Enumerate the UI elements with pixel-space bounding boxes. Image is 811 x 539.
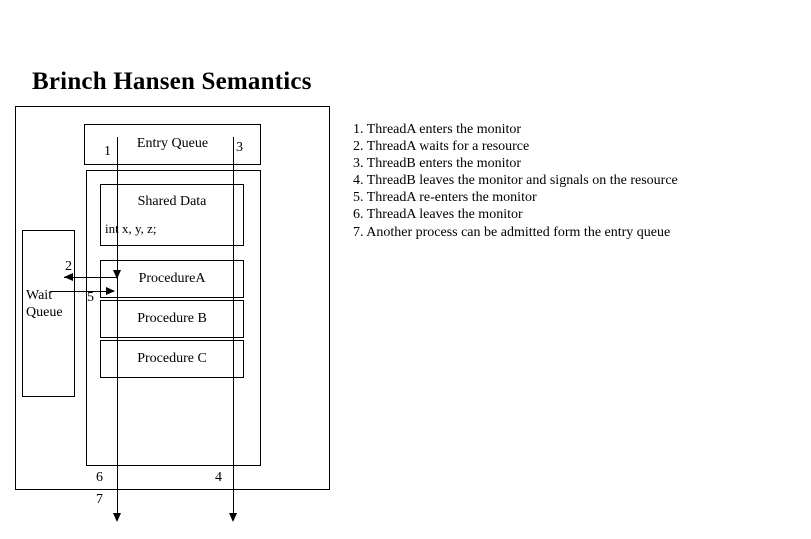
wait-leave-flow-line xyxy=(50,291,114,292)
step-marker-1: 1 xyxy=(104,144,111,159)
enter-procedure-a-arrow-icon xyxy=(113,270,121,279)
thread-b-flow-line xyxy=(233,137,234,520)
legend-list: 1. ThreadA enters the monitor 2. ThreadA… xyxy=(353,121,783,241)
procedure-a-label: ProcedureA xyxy=(138,271,206,286)
wait-leave-arrow-icon xyxy=(106,287,115,295)
shared-data-declaration: int x, y, z; xyxy=(105,221,157,236)
legend-item: 3. ThreadB enters the monitor xyxy=(353,156,522,172)
page-title: Brinch Hansen Semantics xyxy=(32,68,312,95)
legend-item: 7. Another process can be admitted form … xyxy=(353,224,671,240)
step-marker-4: 4 xyxy=(215,470,222,485)
procedure-c-label: Procedure C xyxy=(137,351,207,366)
step-marker-3: 3 xyxy=(236,140,243,155)
thread-a-exit-arrow-icon xyxy=(113,513,121,522)
step-marker-2: 2 xyxy=(65,259,72,274)
procedure-b-box: Procedure B xyxy=(100,300,244,338)
thread-b-exit-arrow-icon xyxy=(229,513,237,522)
wait-enter-arrow-icon xyxy=(64,273,73,281)
entry-queue-label: Entry Queue xyxy=(136,136,209,151)
wait-queue-label: Wait Queue xyxy=(26,288,63,320)
step-marker-5: 5 xyxy=(87,290,94,305)
legend-item: 6. ThreadA leaves the monitor xyxy=(353,207,523,223)
wait-enter-flow-line xyxy=(64,277,118,278)
legend-item: 2. ThreadA waits for a resource xyxy=(353,139,530,155)
step-marker-6: 6 xyxy=(96,470,103,485)
thread-a-flow-line xyxy=(117,137,118,520)
shared-data-title: Shared Data xyxy=(137,194,207,209)
procedure-b-label: Procedure B xyxy=(137,311,207,326)
procedure-a-box: ProcedureA xyxy=(100,260,244,298)
procedure-c-box: Procedure C xyxy=(100,340,244,378)
wait-queue-box: Wait Queue xyxy=(22,230,75,397)
step-marker-7: 7 xyxy=(96,492,103,507)
monitor-boundary xyxy=(86,170,261,466)
legend-item: 5. ThreadA re-enters the monitor xyxy=(353,190,537,206)
legend-item: 1. ThreadA enters the monitor xyxy=(353,122,522,137)
shared-data-box: Shared Data int x, y, z; xyxy=(100,184,244,246)
legend-item: 4. ThreadB leaves the monitor and signal… xyxy=(353,173,678,189)
outer-system-boundary xyxy=(15,106,330,490)
entry-queue-box: Entry Queue xyxy=(84,124,261,165)
